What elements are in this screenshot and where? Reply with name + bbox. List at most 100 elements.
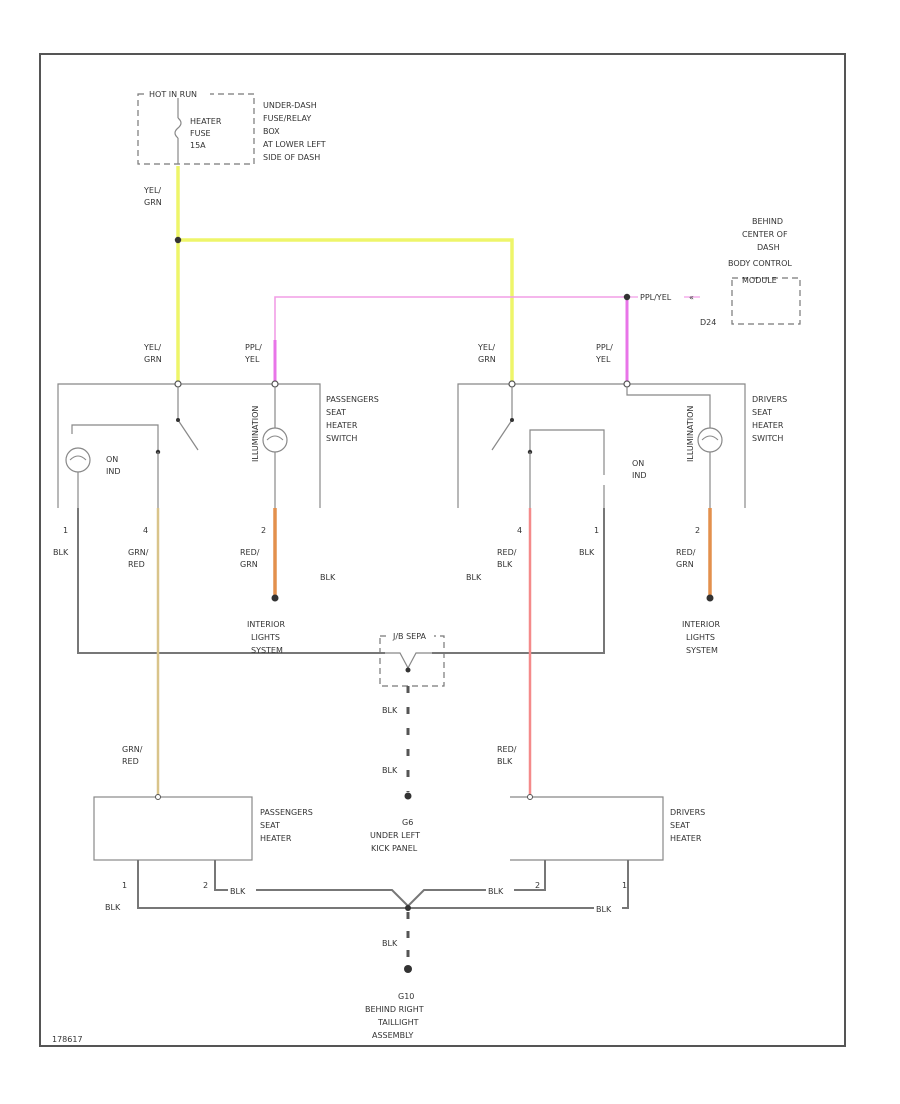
pass-sw-text-1: PASSENGERS bbox=[326, 395, 379, 404]
drv-heater-pin-2-label: 2 bbox=[535, 881, 540, 890]
fuse-box: HOT IN RUN HEATER FUSE 15A UNDER-DASH FU… bbox=[137, 90, 326, 165]
fusebox-text-4: AT LOWER LEFT bbox=[263, 140, 326, 149]
pass-sw-pin-illum bbox=[271, 380, 279, 388]
heater-ground-splice bbox=[405, 905, 411, 911]
pass-sw-text-4: SWITCH bbox=[326, 434, 357, 443]
splice-dot-yel-grn bbox=[174, 236, 182, 244]
pass-ind-label: IND bbox=[106, 467, 121, 476]
drv-illumination-label: ILLUMINATION bbox=[686, 406, 695, 462]
g10-ground-terminal bbox=[404, 965, 412, 973]
passenger-seat-heater-switch: ON IND ILLUMINATION PASSENGERS SEAT HEAT… bbox=[57, 380, 379, 535]
pass-heater-text-3: HEATER bbox=[260, 834, 292, 843]
drv-heater-text-2: SEAT bbox=[670, 821, 690, 830]
g6-text-1: G6 bbox=[402, 818, 413, 827]
g6-ground-terminal bbox=[404, 792, 412, 800]
wire-ppl-yel-top bbox=[274, 296, 627, 383]
drv-heater-box bbox=[510, 796, 664, 861]
pass-pin-4-label: 4 bbox=[143, 526, 148, 535]
center-blk-label-right: BLK bbox=[466, 573, 482, 582]
pass-heater-pin-1-label: 1 bbox=[122, 881, 127, 890]
pass-interior-text-3: SYSTEM bbox=[251, 646, 283, 655]
drv-sw-yel-grn-label-2: GRN bbox=[478, 355, 496, 364]
fuse-fuse-label: FUSE bbox=[190, 129, 211, 138]
drv-interior-terminal bbox=[706, 594, 714, 602]
drv-red-grn-label-2: GRN bbox=[676, 560, 694, 569]
bcm-pin-label: D24 bbox=[700, 318, 716, 327]
pass-red-grn-label-2: GRN bbox=[240, 560, 258, 569]
ppl-yel-inline-label: PPL/YEL bbox=[640, 293, 672, 302]
pass-on-label: ON bbox=[106, 455, 118, 464]
passenger-seat-heater: PASSENGERS SEAT HEATER 1 2 bbox=[93, 794, 313, 890]
drv-switch-outline bbox=[457, 383, 746, 508]
pass-sw-ind-feed bbox=[71, 424, 159, 450]
fusebox-text-3: BOX bbox=[263, 127, 280, 136]
driver-seat-heater-switch: ON IND ILLUMINATION DRIVERS SEAT HEATER … bbox=[457, 380, 787, 535]
wire-blk-drv-ind bbox=[432, 508, 605, 654]
pass-heater-blk2-bg bbox=[228, 885, 256, 895]
splice-node bbox=[405, 667, 411, 673]
drv-heater-blk2-label: BLK bbox=[488, 887, 504, 896]
pass-heater-text-1: PASSENGERS bbox=[260, 808, 313, 817]
drv-heater-blk2-bg bbox=[486, 885, 514, 895]
pass-switch-outline bbox=[57, 383, 321, 508]
fuse-heater-label: HEATER bbox=[190, 117, 222, 126]
g10-blk-label: BLK bbox=[382, 939, 398, 948]
drv-heater-blk1-bg bbox=[594, 903, 622, 913]
splice-left-lead bbox=[385, 652, 409, 669]
pass-sw-yel-grn-label-1: YEL/ bbox=[143, 343, 161, 352]
diagram-frame bbox=[39, 53, 846, 1047]
pass-sw-text-2: SEAT bbox=[326, 408, 346, 417]
bcm-text-1: BEHIND bbox=[752, 217, 783, 226]
drv-heater-red-blk-label-2: BLK bbox=[497, 757, 513, 766]
lower-wires: BLK BLK BLK BLK GRN/ RED GRN/ RED RED/ G… bbox=[53, 508, 721, 795]
pass-grn-red-label-2: RED bbox=[128, 560, 145, 569]
fuse-out-wire-label-1: YEL/ bbox=[143, 186, 161, 195]
wire-blk-drv-heater-2 bbox=[407, 860, 546, 907]
pass-red-grn-label-1: RED/ bbox=[240, 548, 260, 557]
splice-dot-ppl-yel bbox=[623, 293, 631, 301]
drv-sw-ppl-yel-label-2: YEL bbox=[595, 355, 611, 364]
drv-interior-text-2: LIGHTS bbox=[686, 633, 715, 642]
drv-red-grn-label-1: RED/ bbox=[676, 548, 696, 557]
fusebox-text-2: FUSE/RELAY bbox=[263, 114, 311, 123]
pass-illumination-label: ILLUMINATION bbox=[251, 406, 260, 462]
hot-in-run-label: HOT IN RUN bbox=[149, 90, 197, 99]
bcm-arrow: « bbox=[689, 293, 694, 302]
pass-sw-blade bbox=[177, 419, 199, 451]
pass-heater-box bbox=[93, 796, 253, 861]
bcm-outline bbox=[731, 277, 801, 325]
pass-interior-text-2: LIGHTS bbox=[251, 633, 280, 642]
figure-id: 178617 bbox=[52, 1035, 83, 1044]
bcm-text-4: BODY CONTROL bbox=[728, 259, 792, 268]
g6-text-3: KICK PANEL bbox=[371, 844, 418, 853]
heater-ground-wires: BLK BLK BLK BLK BLK G10 BEHIND RIGHT TAI… bbox=[105, 860, 629, 1040]
drv-heater-text-1: DRIVERS bbox=[670, 808, 705, 817]
drv-sw-ppl-yel-label-1: PPL/ bbox=[596, 343, 613, 352]
drv-pin-2-label: 2 bbox=[695, 526, 700, 535]
drv-pin-1-label: 1 bbox=[594, 526, 599, 535]
pass-pin-1-label: 1 bbox=[63, 526, 68, 535]
pass-sw-ppl-yel-label-2: YEL bbox=[244, 355, 260, 364]
drv-ind-label: IND bbox=[632, 471, 647, 480]
g10-text-1: G10 bbox=[398, 992, 414, 1001]
wire-blk-pass-heater-1 bbox=[137, 860, 408, 909]
pass-sw-pivot bbox=[176, 418, 180, 422]
pass-on-indicator-filament bbox=[69, 455, 87, 461]
drv-red-blk-label-2: BLK bbox=[497, 560, 513, 569]
pass-sw-pin-in bbox=[174, 380, 182, 388]
pass-heater-pin-2-label: 2 bbox=[203, 881, 208, 890]
pass-heater-blk1-label: BLK bbox=[105, 903, 121, 912]
bcm-text-5: MODULE bbox=[742, 276, 777, 285]
drv-sw-text-2: SEAT bbox=[752, 408, 772, 417]
g6-blk-label-1: BLK bbox=[382, 706, 398, 715]
pass-on-indicator-lamp bbox=[65, 447, 91, 473]
fuse-box-label-bg bbox=[146, 90, 210, 98]
fusebox-text-1: UNDER-DASH bbox=[263, 101, 317, 110]
drv-interior-text-1: INTERIOR bbox=[682, 620, 721, 629]
body-control-module: BEHIND CENTER OF DASH BODY CONTROL MODUL… bbox=[700, 217, 801, 327]
drv-sw-text-1: DRIVERS bbox=[752, 395, 787, 404]
drv-interior-text-3: SYSTEM bbox=[686, 646, 718, 655]
center-splice-g6: J/B SEPA BLK BLK G6 UNDER LEFT KICK PANE… bbox=[370, 631, 445, 853]
